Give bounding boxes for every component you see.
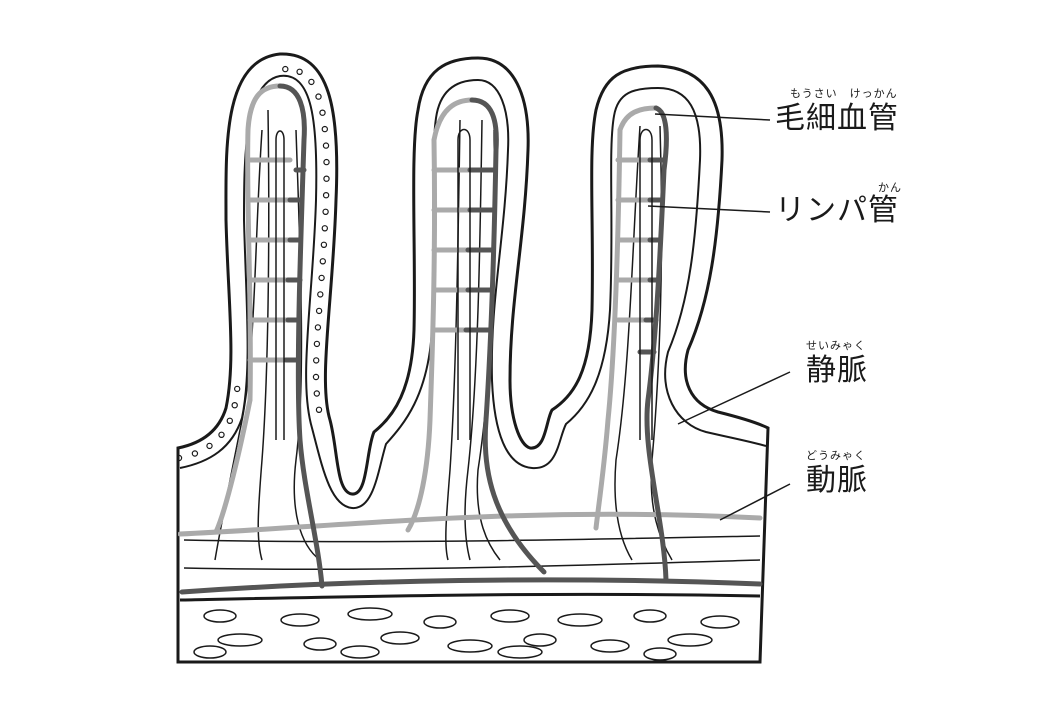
capillary-label: 毛細血管 — [775, 104, 899, 134]
artery-label: 動脈 — [806, 466, 868, 496]
vein-label: 静脈 — [806, 356, 868, 386]
lymph-label: リンパ管 — [775, 196, 899, 226]
capillary-ruby: もうさい けっかん — [790, 88, 898, 99]
vein-ruby: せいみゃく — [806, 340, 866, 351]
artery-ruby: どうみゃく — [806, 450, 866, 461]
epithelial-cell-nucleus — [345, 476, 350, 481]
lymph-ruby: かん — [878, 182, 902, 193]
